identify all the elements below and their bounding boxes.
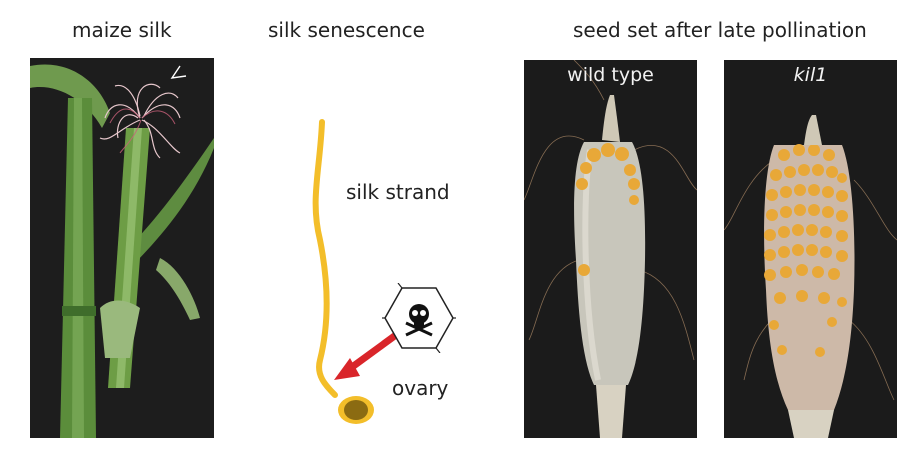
wild-type-photo: wild type xyxy=(524,60,697,438)
wild-type-label: wild type xyxy=(567,64,654,86)
kil1-label: kil1 xyxy=(793,64,828,86)
silk-senescence-header: silk senescence xyxy=(268,18,425,42)
ovary-label: ovary xyxy=(392,376,449,400)
ovary-inner xyxy=(344,400,368,420)
silk-strand-label: silk strand xyxy=(346,180,450,204)
silk-diagram xyxy=(312,119,403,424)
skull-crossbones-hexagon-icon xyxy=(382,283,456,353)
maize-silk-header: maize silk xyxy=(72,18,172,42)
arrow-head xyxy=(334,358,360,380)
arrow-shaft xyxy=(345,329,403,373)
kil1-photo: kil1 xyxy=(724,60,897,438)
seed-set-header: seed set after late pollination xyxy=(573,18,867,42)
maize-silk-photo xyxy=(30,58,214,438)
silk-strand-shape xyxy=(312,119,338,398)
